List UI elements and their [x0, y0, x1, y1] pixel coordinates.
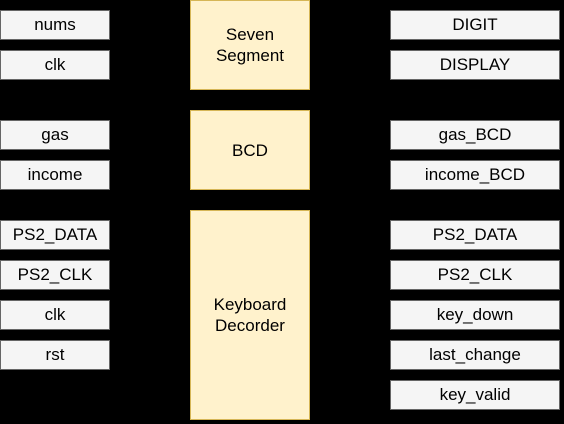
- keyboard-input-ps2-data: PS2_DATA: [0, 220, 110, 250]
- bcd-output-income-bcd: income_BCD: [390, 160, 560, 190]
- seven-segment-input-nums: nums: [0, 10, 110, 40]
- seven-segment-output-display: DISPLAY: [390, 50, 560, 80]
- bcd-input-income: income: [0, 160, 110, 190]
- keyboard-input-rst: rst: [0, 340, 110, 370]
- keyboard-output-ps2-clk: PS2_CLK: [390, 260, 560, 290]
- keyboard-decorder-module: Keyboard Decorder: [190, 210, 310, 420]
- seven-segment-output-digit: DIGIT: [390, 10, 560, 40]
- bcd-input-gas: gas: [0, 120, 110, 150]
- keyboard-output-last-change: last_change: [390, 340, 560, 370]
- keyboard-output-ps2-data: PS2_DATA: [390, 220, 560, 250]
- keyboard-output-key-valid: key_valid: [390, 380, 560, 410]
- keyboard-input-clk: clk: [0, 300, 110, 330]
- bcd-output-gas-bcd: gas_BCD: [390, 120, 560, 150]
- seven-segment-module: Seven Segment: [190, 0, 310, 90]
- seven-segment-input-clk: clk: [0, 50, 110, 80]
- keyboard-output-key-down: key_down: [390, 300, 560, 330]
- bcd-module: BCD: [190, 110, 310, 190]
- keyboard-input-ps2-clk: PS2_CLK: [0, 260, 110, 290]
